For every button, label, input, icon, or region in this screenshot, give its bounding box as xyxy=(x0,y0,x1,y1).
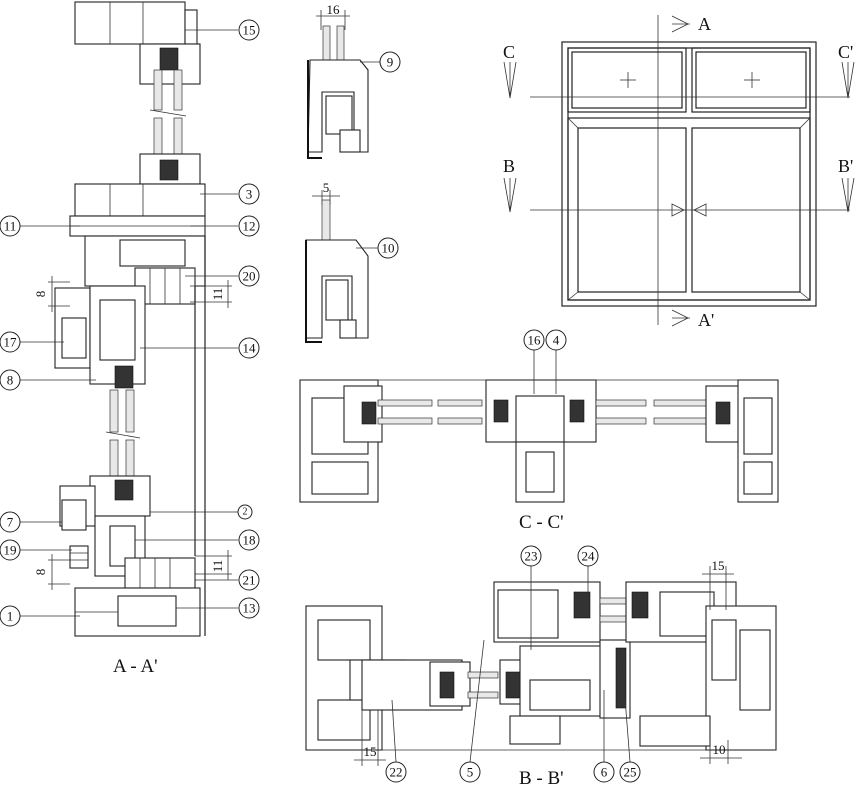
svg-text:8: 8 xyxy=(7,373,14,388)
aa-dimensions: 8 11 8 11 xyxy=(33,276,232,590)
callout-4: 4 xyxy=(545,329,567,351)
dim-8-bottom: 8 xyxy=(33,569,48,576)
svg-text:2: 2 xyxy=(243,507,248,518)
svg-text:21: 21 xyxy=(243,573,256,588)
svg-text:23: 23 xyxy=(525,549,538,564)
svg-text:24: 24 xyxy=(582,549,596,564)
dim-11-bottom: 11 xyxy=(210,560,225,573)
svg-text:3: 3 xyxy=(246,187,253,202)
svg-text:14: 14 xyxy=(243,341,257,356)
title-section-aa: A - A' xyxy=(113,656,158,677)
leaders xyxy=(20,29,631,763)
dim-16: 16 xyxy=(327,2,341,17)
callout-18: 18 xyxy=(238,529,260,551)
svg-text:7: 7 xyxy=(7,515,14,530)
callout-3: 3 xyxy=(238,183,260,205)
callout-8: 8 xyxy=(0,369,21,391)
detail-10: 5 xyxy=(305,180,369,343)
svg-text:12: 12 xyxy=(243,219,256,234)
svg-text:11: 11 xyxy=(4,219,17,234)
title-section-bb: B - B' xyxy=(519,768,564,787)
svg-text:15: 15 xyxy=(243,23,256,38)
svg-text:4: 4 xyxy=(553,333,560,348)
svg-text:20: 20 xyxy=(243,269,256,284)
marker-b-right: B' xyxy=(838,156,853,176)
svg-text:9: 9 xyxy=(387,55,394,70)
marker-b-left: B xyxy=(503,156,515,176)
callout-13: 13 xyxy=(238,597,260,619)
callout-23: 23 xyxy=(520,545,542,567)
bb-dimensions: 15 15 10 xyxy=(354,558,742,766)
callout-21: 21 xyxy=(238,569,260,591)
callout-6: 6 xyxy=(593,761,615,783)
callout-16: 16 xyxy=(523,329,545,351)
dim-5: 5 xyxy=(323,180,330,195)
aa-top-profile xyxy=(74,1,186,45)
svg-text:16: 16 xyxy=(528,333,542,348)
detail-9: 16 xyxy=(307,2,369,159)
marker-c-right: C' xyxy=(838,42,853,62)
svg-text:17: 17 xyxy=(4,335,18,350)
marker-a-bottom: A' xyxy=(698,310,714,330)
marker-a-top: A xyxy=(698,14,711,34)
svg-text:25: 25 xyxy=(624,765,637,780)
callout-2: 2 xyxy=(237,504,253,520)
section-bb xyxy=(305,581,777,751)
callout-17: 17 xyxy=(0,331,21,353)
callout-11: 11 xyxy=(0,215,21,237)
svg-text:19: 19 xyxy=(4,543,17,558)
callout-12: 12 xyxy=(238,215,260,237)
callout-22: 22 xyxy=(385,761,407,783)
callout-24: 24 xyxy=(577,545,599,567)
dim-15-right: 15 xyxy=(712,558,725,573)
dim-15-left: 15 xyxy=(364,744,377,759)
dim-10: 10 xyxy=(713,742,726,757)
svg-text:6: 6 xyxy=(601,765,608,780)
callout-9: 9 xyxy=(379,51,401,73)
section-aa xyxy=(54,1,206,637)
callout-10: 10 xyxy=(377,237,399,259)
callout-20: 20 xyxy=(238,265,260,287)
callout-1: 1 xyxy=(0,605,21,627)
callout-15: 15 xyxy=(238,19,260,41)
dim-8-top: 8 xyxy=(33,291,48,298)
svg-text:5: 5 xyxy=(467,765,474,780)
svg-text:22: 22 xyxy=(390,765,403,780)
callout-25: 25 xyxy=(619,761,641,783)
svg-text:1: 1 xyxy=(7,609,14,624)
svg-text:13: 13 xyxy=(243,601,256,616)
dim-11-top: 11 xyxy=(210,288,225,301)
svg-text:10: 10 xyxy=(382,241,395,256)
marker-c-left: C xyxy=(503,42,515,62)
callout-19: 19 xyxy=(0,539,21,561)
svg-text:18: 18 xyxy=(243,533,256,548)
title-section-cc: C - C' xyxy=(519,512,564,533)
section-cc xyxy=(299,379,779,503)
callout-5: 5 xyxy=(459,761,481,783)
window-elevation: A A' C C' B B' xyxy=(503,14,855,330)
callout-7: 7 xyxy=(0,511,21,533)
callout-14: 14 xyxy=(238,337,260,359)
